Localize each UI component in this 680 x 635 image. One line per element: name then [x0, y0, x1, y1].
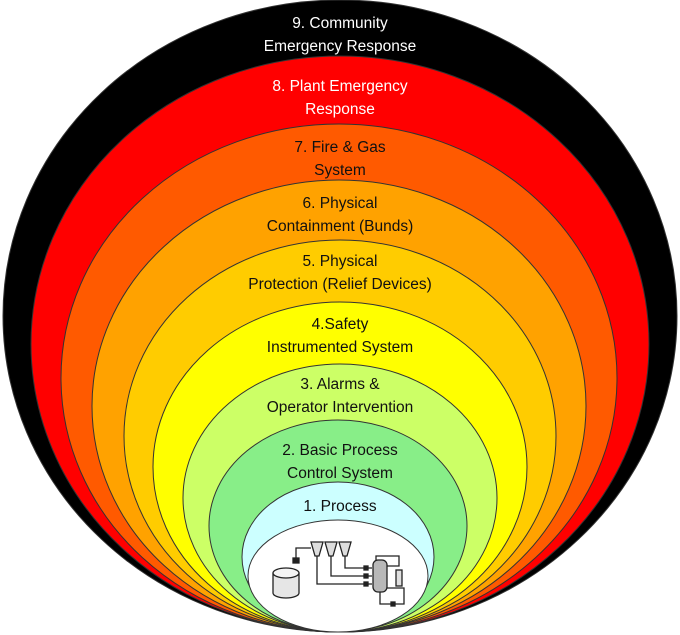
heat-exchanger-icon: [395, 569, 403, 587]
layer-label-line-1: 3. Alarms &: [300, 376, 380, 393]
layer-label-line-1: 1. Process: [303, 498, 376, 515]
hopper-icon: [324, 541, 338, 557]
layer-label-line-1: 8. Plant Emergency: [272, 78, 408, 95]
layer-label-line-2: Response: [305, 101, 375, 118]
layer-label-line-2: Operator Intervention: [267, 399, 413, 416]
layer-label-line-2: Instrumented System: [267, 339, 413, 356]
layer-label-line-2: System: [314, 162, 366, 179]
valve-icon: [363, 565, 369, 571]
valve-icon: [292, 557, 300, 564]
layer-label-line-1: 5. Physical: [303, 253, 378, 270]
recycle-line-icon: [375, 555, 400, 567]
layer-label-line-1: 7. Fire & Gas: [294, 139, 386, 156]
layer-label-line-1: 9. Community: [292, 15, 388, 32]
feed-pipe-icon: [295, 547, 311, 560]
hopper-icon: [338, 541, 352, 557]
recycle-line-icon: [379, 587, 405, 605]
layer-label-line-1: 4.Safety: [312, 316, 369, 333]
outlet-line-icon: [330, 556, 372, 577]
layer-label-line-2: Containment (Bunds): [267, 218, 413, 235]
layer-label-line-2: Control System: [287, 465, 393, 482]
valve-icon: [363, 573, 369, 579]
layer-label-line-2: Protection (Relief Devices): [248, 276, 431, 293]
layer-label-line-1: 2. Basic Process: [282, 442, 398, 459]
reactor-vessel-icon: [372, 559, 388, 593]
layer-label-line-1: 6. Physical: [303, 195, 378, 212]
storage-drum-top: [272, 567, 300, 579]
valve-icon: [363, 581, 369, 587]
storage-drum-icon: [272, 573, 300, 599]
hopper-icon: [310, 541, 324, 557]
outlet-line-icon: [316, 556, 372, 585]
layer-label-line-2: Emergency Response: [264, 38, 417, 55]
valve-icon: [390, 601, 396, 607]
process-plant-schematic-icon: [272, 541, 405, 607]
outlet-line-icon: [344, 556, 372, 569]
